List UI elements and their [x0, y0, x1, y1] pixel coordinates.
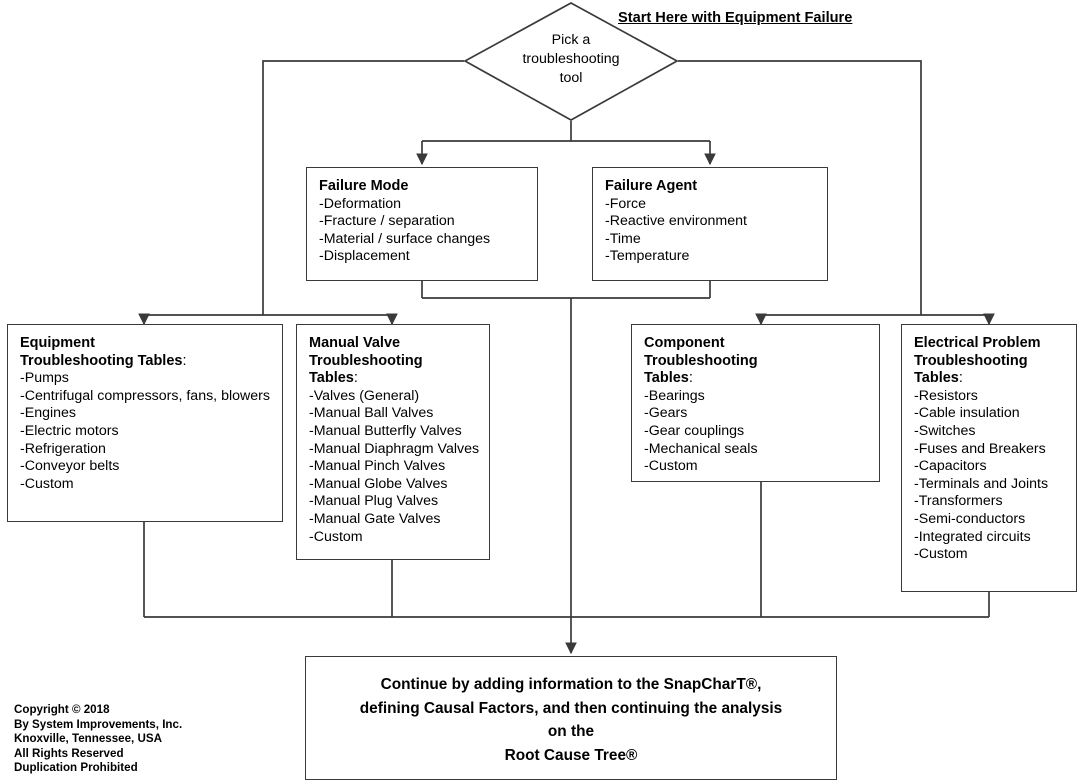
node-electrical-item: -Custom	[914, 546, 968, 563]
node-component-heading-line: Tables:	[644, 370, 867, 388]
decision-diamond-text: Pick a troubleshooting tool	[462, 31, 680, 88]
final-line-2: defining Causal Factors, and then contin…	[359, 699, 783, 717]
node-component-item: -Bearings	[644, 387, 705, 404]
node-failure-mode[interactable]: Failure Mode -Deformation -Fracture / se…	[306, 167, 538, 281]
decision-line-3: tool	[559, 70, 583, 86]
node-manual-valve-heading-line: Tables:	[309, 370, 477, 388]
node-electrical-item: -Transformers	[914, 493, 1003, 510]
node-manual-valve-item: -Manual Diaphragm Valves	[309, 440, 480, 457]
node-equipment-item: -Centrifugal compressors, fans, blowers	[20, 387, 270, 404]
node-electrical-item: -Capacitors	[914, 458, 987, 475]
node-manual-valve-item: -Manual Globe Valves	[309, 475, 448, 492]
node-failure-agent-item: -Temperature	[605, 248, 690, 265]
node-component-heading-line: Component	[644, 335, 725, 351]
node-equipment-item: -Electric motors	[20, 422, 119, 439]
node-failure-mode-item: -Fracture / separation	[319, 213, 455, 230]
node-electrical-item: -Semi-conductors	[914, 510, 1026, 527]
node-manual-valve-troubleshooting-tables[interactable]: Manual Valve Troubleshooting Tables: -Va…	[296, 324, 490, 560]
node-manual-valve-item: -Manual Plug Valves	[309, 493, 439, 510]
decision-line-2: troubleshooting	[522, 51, 620, 67]
node-equipment-troubleshooting-tables[interactable]: Equipment Troubleshooting Tables: -Pumps…	[7, 324, 283, 522]
node-equipment-heading-text: Troubleshooting Tables	[20, 352, 183, 369]
copyright-line: Knoxville, Tennessee, USA	[14, 732, 162, 746]
copyright-block: Copyright © 2018 By System Improvements,…	[14, 703, 182, 776]
final-line-1: Continue by adding information to the Sn…	[380, 676, 762, 693]
node-equipment-item: -Conveyor belts	[20, 458, 120, 475]
node-manual-valve-heading-text: Tables	[309, 370, 354, 387]
node-failure-agent-item: -Time	[605, 230, 641, 247]
node-electrical-item: -Integrated circuits	[914, 528, 1031, 545]
node-failure-agent-item: -Force	[605, 195, 646, 212]
node-final-instruction[interactable]: Continue by adding information to the Sn…	[305, 656, 837, 780]
decision-line-1: Pick a	[551, 32, 591, 48]
node-component-item: -Mechanical seals	[644, 440, 758, 457]
node-equipment-item: -Engines	[20, 405, 76, 422]
node-equipment-item: -Custom	[20, 475, 74, 492]
node-component-heading-line: Troubleshooting	[644, 352, 758, 369]
node-equipment-heading-line: Equipment	[20, 335, 95, 351]
node-manual-valve-item: -Manual Pinch Valves	[309, 458, 446, 475]
decision-diamond[interactable]	[462, 0, 680, 124]
node-component-item: -Custom	[644, 458, 698, 475]
node-electrical-item: -Cable insulation	[914, 405, 1020, 422]
node-manual-valve-item: -Custom	[309, 528, 363, 545]
node-manual-valve-item: -Manual Gate Valves	[309, 510, 441, 527]
node-manual-valve-heading-line: Troubleshooting	[309, 352, 423, 369]
node-manual-valve-item: -Manual Ball Valves	[309, 405, 434, 422]
node-failure-agent-heading: Failure Agent	[605, 178, 698, 194]
node-electrical-item: -Fuses and Breakers	[914, 440, 1046, 457]
copyright-line: Duplication Prohibited	[14, 761, 138, 775]
node-electrical-heading-line: Troubleshooting	[914, 352, 1028, 369]
node-failure-mode-item: -Deformation	[319, 195, 402, 212]
copyright-line: By System Improvements, Inc.	[14, 717, 183, 731]
node-manual-valve-heading-line: Manual Valve	[309, 335, 401, 351]
node-equipment-heading-colon: :	[182, 352, 187, 369]
node-electrical-heading-line: Tables:	[914, 370, 1064, 388]
node-equipment-heading-line: Troubleshooting Tables:	[20, 353, 270, 371]
node-component-item: -Gears	[644, 405, 688, 422]
node-failure-agent-item: -Reactive environment	[605, 213, 747, 230]
node-electrical-item: -Resistors	[914, 387, 978, 404]
node-component-item: -Gear couplings	[644, 422, 745, 439]
node-equipment-item: -Pumps	[20, 370, 69, 387]
node-manual-valve-heading-colon: :	[353, 370, 358, 387]
start-here-label: Start Here with Equipment Failure	[618, 10, 853, 26]
node-failure-mode-item: -Material / surface changes	[319, 230, 491, 247]
node-manual-valve-item: -Manual Butterfly Valves	[309, 422, 462, 439]
node-electrical-item: -Switches	[914, 422, 976, 439]
node-electrical-problem-troubleshooting-tables[interactable]: Electrical Problem Troubleshooting Table…	[901, 324, 1077, 592]
node-electrical-heading-line: Electrical Problem	[914, 335, 1041, 351]
node-component-heading-text: Tables	[644, 370, 689, 387]
copyright-line: Copyright © 2018	[14, 703, 110, 716]
node-electrical-item: -Terminals and Joints	[914, 475, 1049, 492]
final-line-3: on the	[547, 723, 595, 740]
node-component-troubleshooting-tables[interactable]: Component Troubleshooting Tables: -Beari…	[631, 324, 880, 482]
node-failure-mode-item: -Displacement	[319, 248, 410, 265]
node-failure-agent[interactable]: Failure Agent -Force -Reactive environme…	[592, 167, 828, 281]
node-electrical-heading-text: Tables	[914, 370, 959, 387]
node-equipment-item: -Refrigeration	[20, 440, 106, 457]
node-component-heading-colon: :	[688, 370, 693, 387]
node-electrical-heading-colon: :	[958, 370, 963, 387]
node-manual-valve-item: -Valves (General)	[309, 387, 420, 404]
final-line-4: Root Cause Tree®	[504, 746, 638, 764]
node-failure-mode-heading: Failure Mode	[319, 178, 409, 194]
copyright-line: All Rights Reserved	[14, 746, 124, 760]
